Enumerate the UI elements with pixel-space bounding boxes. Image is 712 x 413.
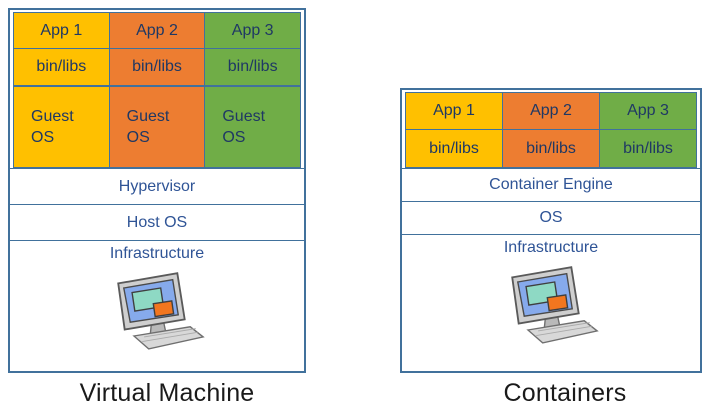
desktop-computer-icon bbox=[503, 264, 599, 348]
vm-diagram: App 1 App 2 App 3 bin/libs bin/libs bin/… bbox=[8, 8, 306, 373]
containers-colored-grid: App 1 App 2 App 3 bin/libs bin/libs bin/… bbox=[405, 92, 697, 168]
vm-host-os-layer: Host OS bbox=[10, 204, 304, 240]
containers-infrastructure-label: Infrastructure bbox=[503, 239, 599, 256]
vm-hypervisor-layer: Hypervisor bbox=[10, 168, 304, 204]
vm-guest-os-row: Guest OS Guest OS Guest OS bbox=[14, 87, 301, 167]
containers-title: Containers bbox=[503, 379, 627, 407]
vm-app-row: App 1 App 2 App 3 bbox=[14, 13, 301, 49]
vm-binlibs3-cell: bin/libs bbox=[204, 49, 301, 85]
vm-infrastructure-layer: Infrastructure bbox=[10, 240, 304, 371]
vm-guest-os1-cell: Guest OS bbox=[14, 87, 109, 167]
vm-title: Virtual Machine bbox=[79, 379, 255, 407]
vm-app1-cell: App 1 bbox=[14, 13, 109, 48]
containers-app1-cell: App 1 bbox=[406, 93, 502, 129]
containers-os-layer: OS bbox=[402, 201, 700, 234]
vm-guest-os2-cell: Guest OS bbox=[108, 87, 205, 167]
containers-diagram: App 1 App 2 App 3 bin/libs bin/libs bin/… bbox=[400, 88, 702, 373]
vm-app2-cell: App 2 bbox=[108, 13, 205, 48]
containers-app3-cell: App 3 bbox=[599, 93, 696, 129]
vm-binlibs1-cell: bin/libs bbox=[14, 49, 109, 85]
vm-binlibs-row: bin/libs bin/libs bin/libs bbox=[14, 49, 301, 87]
containers-binlibs1-cell: bin/libs bbox=[406, 130, 502, 167]
containers-app2-cell: App 2 bbox=[502, 93, 599, 129]
vm-colored-grid: App 1 App 2 App 3 bin/libs bin/libs bin/… bbox=[13, 12, 301, 168]
containers-binlibs3-cell: bin/libs bbox=[599, 130, 696, 167]
vm-infrastructure-label: Infrastructure bbox=[109, 245, 205, 262]
containers-engine-layer: Container Engine bbox=[402, 168, 700, 201]
containers-infrastructure-layer: Infrastructure bbox=[402, 234, 700, 371]
vm-guest-os3-cell: Guest OS bbox=[204, 87, 301, 167]
desktop-computer-icon bbox=[109, 270, 205, 354]
vm-binlibs2-cell: bin/libs bbox=[108, 49, 205, 85]
containers-app-row: App 1 App 2 App 3 bbox=[406, 93, 696, 130]
containers-binlibs2-cell: bin/libs bbox=[502, 130, 599, 167]
vm-app3-cell: App 3 bbox=[204, 13, 301, 48]
containers-binlibs-row: bin/libs bin/libs bin/libs bbox=[406, 130, 696, 167]
